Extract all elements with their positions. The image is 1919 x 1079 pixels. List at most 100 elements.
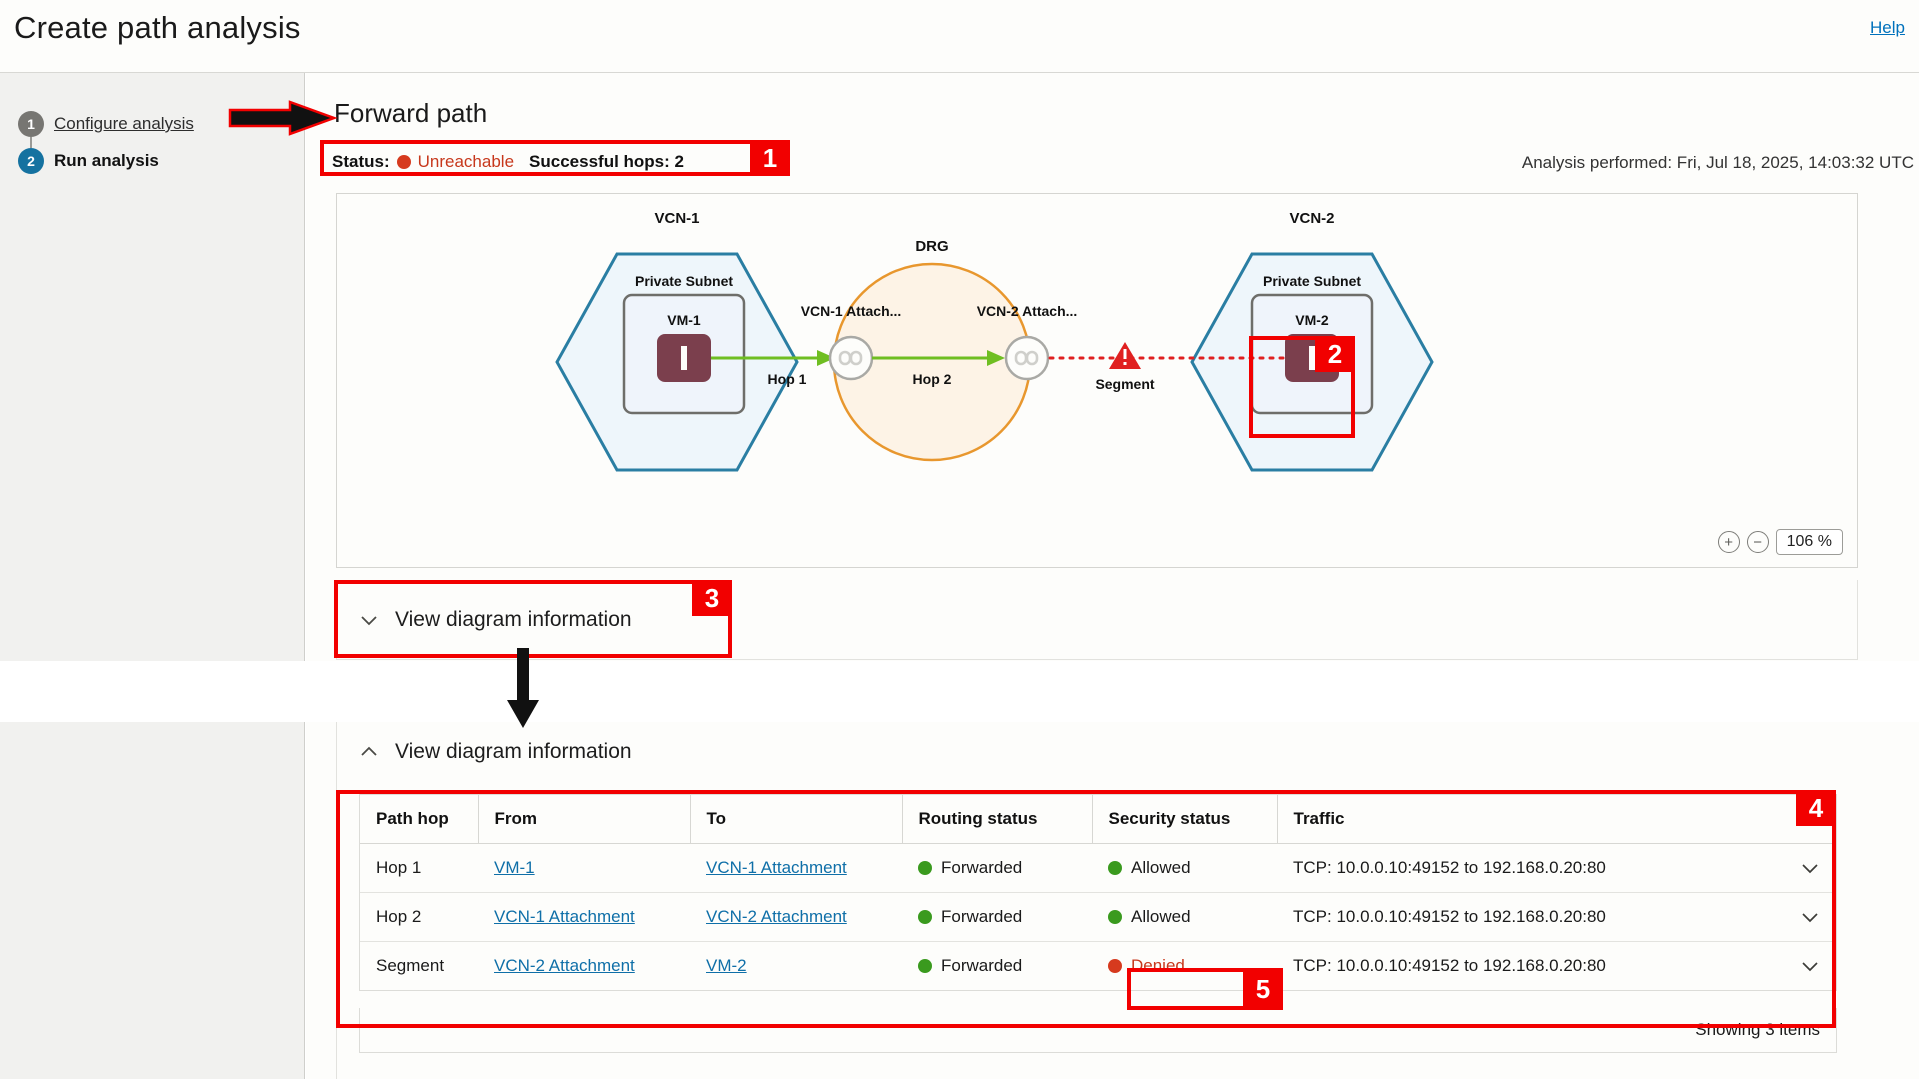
- view-diagram-information-label-collapsed: View diagram information: [395, 607, 632, 631]
- sidebar-item-run-analysis[interactable]: 2 Run analysis: [18, 148, 159, 174]
- routing-status-text: Forwarded: [941, 956, 1023, 975]
- wizard-sidebar-lower: [0, 722, 305, 1079]
- to-link[interactable]: VCN-2 Attachment: [706, 907, 847, 926]
- status-value: Unreachable: [417, 152, 515, 171]
- security-status-dot-icon: [1108, 910, 1122, 924]
- col-routing-status: Routing status: [902, 795, 1093, 844]
- col-to: To: [690, 795, 903, 844]
- row-expand-chevron-down-icon[interactable]: [1800, 861, 1820, 875]
- hop1-label: Hop 1: [768, 371, 807, 387]
- cell-routing-status: Forwarded: [902, 942, 1092, 991]
- security-status-dot-icon: [1108, 959, 1122, 973]
- path-diagram-svg: VCN-1 Private Subnet VM-1 Hop 1 DRG VCN-…: [555, 210, 1434, 472]
- cell-traffic: TCP: 10.0.0.10:49152 to 192.168.0.20:80: [1277, 892, 1836, 942]
- col-from: From: [478, 795, 691, 844]
- diagram-zoom-controls[interactable]: + − 106 %: [1717, 529, 1843, 555]
- cell-routing-status: Forwarded: [902, 892, 1092, 942]
- traffic-text: TCP: 10.0.0.10:49152 to 192.168.0.20:80: [1293, 907, 1606, 926]
- sidebar-item-label-run: Run analysis: [54, 151, 159, 170]
- zoom-level-value[interactable]: 106 %: [1775, 529, 1843, 555]
- routing-status-dot-icon: [918, 910, 932, 924]
- path-diagram-panel[interactable]: VCN-1 Private Subnet VM-1 Hop 1 DRG VCN-…: [336, 193, 1858, 568]
- link-icon-1: [838, 350, 863, 366]
- cell-security-status: Allowed: [1092, 843, 1277, 893]
- cell-from: VM-1: [478, 843, 690, 893]
- link-icon-2: [1014, 350, 1039, 366]
- zoom-in-icon[interactable]: +: [1717, 531, 1740, 553]
- vm1-label: VM-1: [667, 312, 701, 328]
- cell-traffic: TCP: 10.0.0.10:49152 to 192.168.0.20:80: [1277, 843, 1836, 893]
- vcn1-attach-label: VCN-1 Attach...: [801, 303, 902, 319]
- top-header-bar: Create path analysis Help: [0, 0, 1919, 73]
- status-label: Status:: [332, 152, 390, 171]
- routing-status-text: Forwarded: [941, 907, 1023, 926]
- step-2-bullet: 2: [18, 148, 44, 174]
- from-link[interactable]: VCN-1 Attachment: [494, 907, 635, 926]
- analysis-performed-timestamp: Analysis performed: Fri, Jul 18, 2025, 1…: [1521, 153, 1914, 172]
- status-summary: Status: Unreachable Successful hops: 2: [332, 152, 684, 172]
- cell-path-hop: Hop 2: [360, 892, 478, 942]
- cell-path-hop: Hop 1: [360, 843, 478, 893]
- col-traffic: Traffic: [1277, 795, 1836, 844]
- chevron-up-icon: [361, 746, 377, 756]
- vcn2-attach-label: VCN-2 Attach...: [977, 303, 1078, 319]
- zoom-out-icon[interactable]: −: [1746, 531, 1769, 553]
- cell-path-hop: Segment: [376, 956, 445, 975]
- table-row[interactable]: Segment VCN-2 Attachment VM-2 Forwarded …: [360, 942, 1836, 991]
- col-path-hop: Path hop: [360, 795, 479, 844]
- row-expand-chevron-down-icon[interactable]: [1800, 959, 1820, 973]
- security-status-text: Denied: [1131, 956, 1185, 975]
- view-diagram-information-collapsed[interactable]: View diagram information: [336, 580, 1858, 660]
- security-status-text: Allowed: [1131, 858, 1191, 877]
- segment-label: Segment: [1095, 376, 1154, 392]
- traffic-text: TCP: 10.0.0.10:49152 to 192.168.0.20:80: [1293, 956, 1606, 975]
- step-1-bullet: 1: [18, 111, 44, 137]
- cell-to: VCN-2 Attachment: [690, 892, 902, 942]
- successful-hops-label: Successful hops: 2: [529, 152, 684, 171]
- status-dot-icon: [396, 155, 411, 169]
- to-link[interactable]: VM-2: [706, 956, 747, 975]
- cell-to: VCN-1 Attachment: [690, 843, 902, 893]
- security-status-text: Allowed: [1131, 907, 1191, 926]
- cell-from: VCN-2 Attachment: [478, 942, 690, 991]
- hop2-arrowhead: [987, 350, 1005, 366]
- security-status-dot-icon: [1108, 861, 1122, 875]
- table-header-row: Path hop From To Routing status Security…: [360, 795, 1836, 844]
- sidebar-item-label-configure: Configure analysis: [54, 114, 194, 133]
- vcn2-label: VCN-2: [1289, 210, 1334, 227]
- to-link[interactable]: VCN-1 Attachment: [706, 858, 847, 877]
- vcn2-subnet-label: Private Subnet: [1263, 273, 1361, 289]
- traffic-text: TCP: 10.0.0.10:49152 to 192.168.0.20:80: [1293, 858, 1606, 877]
- from-link[interactable]: VM-1: [494, 858, 535, 877]
- row-expand-chevron-down-icon[interactable]: [1800, 910, 1820, 924]
- cell-security-status: Allowed: [1092, 892, 1277, 942]
- cell-routing-status: Forwarded: [902, 843, 1092, 893]
- hop2-label: Hop 2: [913, 371, 952, 387]
- path-hops-table-wrapper: Path hop From To Routing status Security…: [359, 794, 1837, 991]
- help-link[interactable]: Help: [1870, 18, 1905, 37]
- routing-status-dot-icon: [918, 861, 932, 875]
- col-security-status: Security status: [1092, 795, 1278, 844]
- cell-security-status: Denied: [1092, 942, 1277, 991]
- view-diagram-information-label-expanded: View diagram information: [395, 740, 632, 763]
- table-footer-showing-items: Showing 3 items: [359, 1008, 1837, 1053]
- forward-path-heading: Forward path: [334, 98, 488, 128]
- page-title: Create path analysis: [14, 10, 301, 45]
- routing-status-dot-icon: [918, 959, 932, 973]
- composite-gap-band: [0, 661, 1919, 722]
- sidebar-item-configure-analysis[interactable]: 1 Configure analysis: [18, 111, 194, 137]
- table-row[interactable]: Hop 2 VCN-1 Attachment VCN-2 Attachment …: [360, 892, 1836, 942]
- view-diagram-information-toggle[interactable]: View diagram information: [337, 722, 1858, 764]
- vm2-label: VM-2: [1295, 312, 1329, 328]
- hop1-arrowhead: [817, 350, 835, 366]
- vcn1-subnet-label: Private Subnet: [635, 273, 733, 289]
- step-connector: [30, 137, 32, 148]
- routing-status-text: Forwarded: [941, 858, 1023, 877]
- path-hops-table: Path hop From To Routing status Security…: [360, 795, 1836, 990]
- from-link[interactable]: VCN-2 Attachment: [494, 956, 635, 975]
- chevron-down-icon: [361, 615, 377, 625]
- table-row[interactable]: Hop 1 VM-1 VCN-1 Attachment Forwarded Al…: [360, 843, 1836, 893]
- cell-to: VM-2: [690, 942, 902, 991]
- view-diagram-information-expanded: View diagram information Path hop From T…: [336, 722, 1858, 1079]
